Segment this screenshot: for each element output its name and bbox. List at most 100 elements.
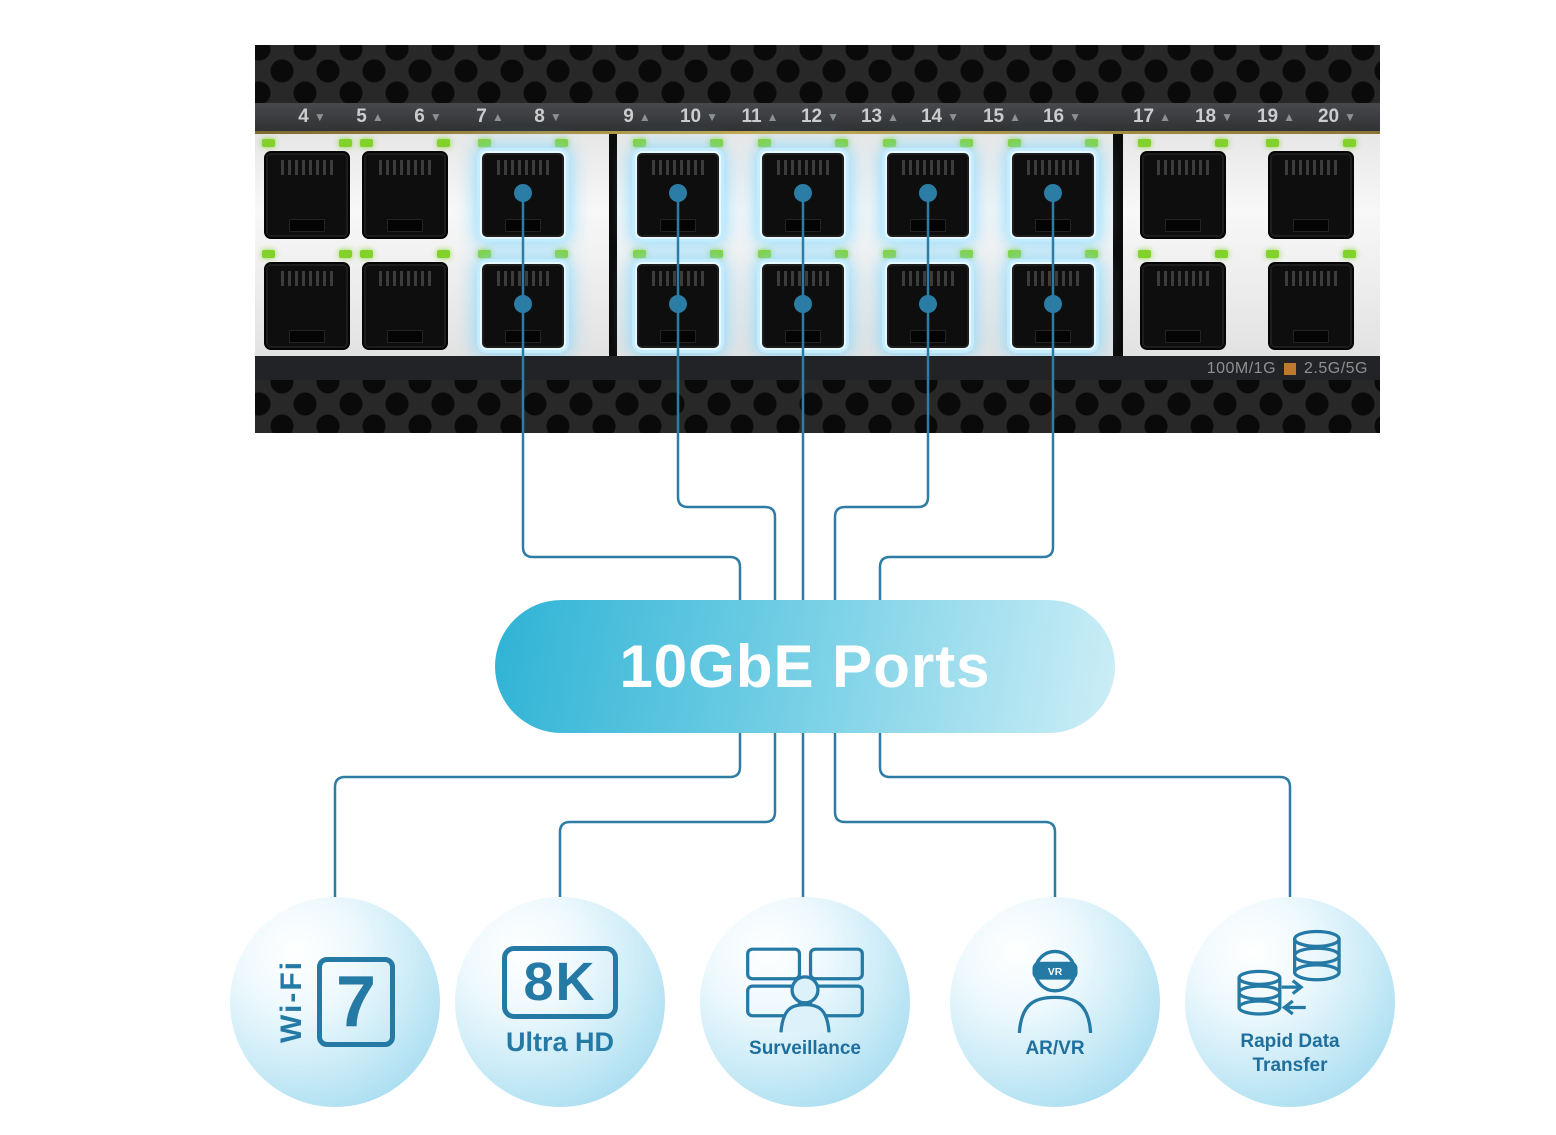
port-pins: [652, 160, 704, 175]
port-jack: [264, 151, 350, 239]
status-led: [633, 139, 646, 147]
port-notch: [1165, 219, 1201, 232]
feature-circle-surveillance: Surveillance: [700, 897, 910, 1107]
up-triangle-icon: ▲: [1159, 110, 1172, 124]
down-triangle-icon: ▼: [313, 110, 326, 124]
legend-speed-b: 2.5G/5G: [1304, 360, 1368, 377]
down-triangle-icon: ▼: [1344, 110, 1357, 124]
status-led: [262, 250, 275, 258]
port-pins: [1157, 160, 1209, 175]
port-notch: [660, 219, 696, 232]
port-number-6: 6▼: [414, 106, 442, 127]
port-jack: [1268, 262, 1354, 350]
rj45-port: [1005, 134, 1101, 245]
port-notch: [1165, 330, 1201, 343]
port-number-row: 4▼5▲6▼7▲8▼9▲10▼11▲12▼13▲14▼15▲16▼17▲18▼1…: [255, 103, 1380, 131]
rj45-port: [1005, 245, 1101, 356]
arvr-label: AR/VR: [1025, 1038, 1085, 1060]
status-led: [710, 250, 723, 258]
feature-circle-rapid-data: Rapid Data Transfer: [1185, 897, 1395, 1107]
8k-icon: 8K: [502, 945, 618, 1020]
up-triangle-icon: ▲: [638, 110, 651, 124]
status-led: [960, 250, 973, 258]
wifi7-icon: Wi-Fi 7: [275, 956, 396, 1048]
rj45-port: [357, 245, 453, 356]
rj45-port: [755, 245, 851, 356]
port-pins: [1027, 160, 1079, 175]
status-led: [758, 250, 771, 258]
port-number-9: 9▲: [623, 106, 651, 127]
port-pins: [1027, 271, 1079, 286]
status-led: [1008, 250, 1021, 258]
status-led: [835, 139, 848, 147]
feature-circle-arvr: VR AR/VR: [950, 897, 1160, 1107]
status-led: [339, 250, 352, 258]
port-notch: [387, 330, 423, 343]
port-grid: [255, 134, 1380, 356]
wifi7-number: 7: [316, 956, 396, 1048]
port-jack: [480, 262, 566, 350]
port-pins: [902, 160, 954, 175]
port-number-17: 17▲: [1132, 106, 1172, 127]
up-triangle-icon: ▲: [1009, 110, 1022, 124]
port-notch: [1293, 330, 1329, 343]
10gbe-ports-pill: 10GbE Ports: [495, 600, 1115, 733]
port-jack: [885, 151, 971, 239]
up-triangle-icon: ▲: [1283, 110, 1296, 124]
switch-top-vent: [255, 45, 1380, 103]
port-jack: [635, 151, 721, 239]
port-number-10: 10▼: [679, 106, 719, 127]
port-notch: [1035, 330, 1071, 343]
down-triangle-icon: ▼: [1221, 110, 1234, 124]
port-number-19: 19▲: [1256, 106, 1296, 127]
surveillance-icon: [746, 947, 864, 1033]
port-jack: [760, 151, 846, 239]
port-column: [1135, 134, 1231, 356]
status-led: [1266, 139, 1279, 147]
rj45-port: [1135, 245, 1231, 356]
port-column-10gbe: [755, 134, 851, 356]
rj45-port: [475, 134, 571, 245]
port-jack: [635, 262, 721, 350]
status-led: [360, 250, 373, 258]
port-number-20: 20▼: [1317, 106, 1357, 127]
port-pins: [1285, 271, 1337, 286]
port-column-10gbe: [1005, 134, 1101, 356]
up-triangle-icon: ▲: [371, 110, 384, 124]
port-number-13: 13▲: [860, 106, 900, 127]
port-number-18: 18▼: [1194, 106, 1234, 127]
port-notch: [910, 219, 946, 232]
port-number-15: 15▲: [982, 106, 1022, 127]
gold-accent-line: [255, 131, 1380, 134]
rj45-port: [880, 134, 976, 245]
port-pins: [281, 271, 333, 286]
rj45-port: [755, 134, 851, 245]
status-led: [883, 139, 896, 147]
feature-circle-8k: 8K Ultra HD: [455, 897, 665, 1107]
port-jack: [362, 151, 448, 239]
rapid-data-transfer-icon: [1237, 930, 1341, 1016]
rj45-port: [1135, 134, 1231, 245]
pill-label: 10GbE Ports: [619, 633, 991, 700]
status-led: [478, 250, 491, 258]
rj45-port: [1263, 245, 1359, 356]
port-jack: [1140, 151, 1226, 239]
status-led: [1266, 250, 1279, 258]
port-jack: [1140, 262, 1226, 350]
port-jack: [1010, 262, 1096, 350]
switch-bottom-vent: 100M/1G 2.5G/5G: [255, 356, 1380, 433]
port-notch: [289, 219, 325, 232]
port-number-8: 8▼: [534, 106, 562, 127]
port-notch: [1293, 219, 1329, 232]
port-pins: [379, 271, 431, 286]
legend-orange-swatch: [1284, 363, 1297, 375]
port-pins: [1285, 160, 1337, 175]
status-led: [437, 250, 450, 258]
ultra-hd-label: Ultra HD: [505, 1027, 614, 1058]
port-number-12: 12▼: [800, 106, 840, 127]
status-led: [1085, 139, 1098, 147]
status-led: [1085, 250, 1098, 258]
status-led: [262, 139, 275, 147]
network-switch: 4▼5▲6▼7▲8▼9▲10▼11▲12▼13▲14▼15▲16▼17▲18▼1…: [255, 45, 1380, 433]
